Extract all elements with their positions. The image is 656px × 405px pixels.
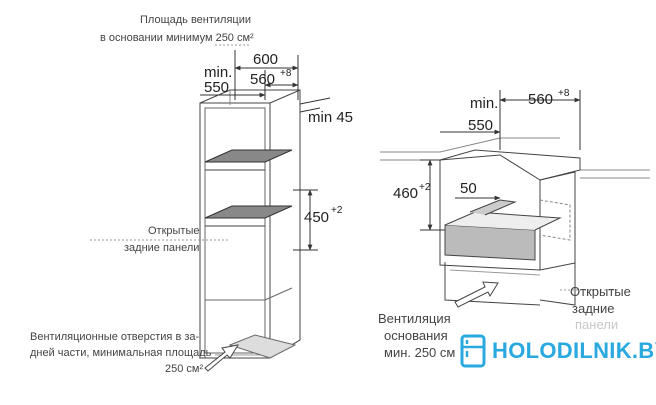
vent-base-line1: Вентиляция (378, 311, 451, 326)
niche-cabinet (380, 137, 650, 306)
vent-holes-line2: дней части, минимальная площадь (30, 347, 212, 359)
dim-550-left: 550 (204, 79, 229, 96)
open-back-right-line2: задние (572, 301, 614, 316)
dim-min45: min 45 (308, 109, 353, 126)
dim-50: 50 (460, 180, 477, 197)
vent-base-line2: основания (384, 328, 448, 343)
shelf-upper (204, 149, 293, 163)
site-logo: HOLODILNIK.BY (460, 333, 656, 369)
shelf-lower (204, 205, 293, 219)
dim-460-sup: +2 (419, 182, 431, 193)
cabinet-base-vent (228, 334, 297, 359)
open-back-left-line2: задние панели (124, 242, 199, 254)
warming-drawer (444, 224, 536, 261)
logo-text: HOLODILNIK.BY (492, 338, 656, 363)
vent-area-top-line2: в основании минимум 250 см² (100, 32, 254, 44)
right-dimensions (420, 90, 620, 291)
dim-560-left-sup: +8 (280, 68, 292, 79)
cabinet-front (199, 102, 271, 359)
vent-base-line3: мин. 250 см (384, 345, 455, 360)
dim-560-right-sup: +8 (558, 88, 570, 99)
dim-min-right: min. (470, 95, 498, 112)
cabinet-front-inner (204, 107, 266, 354)
fridge-icon (460, 334, 486, 368)
dim-450: 450 (304, 209, 329, 226)
vent-arrow-right (454, 281, 499, 308)
left-dimensions (90, 44, 331, 251)
dim-600: 600 (253, 51, 278, 68)
countertop-back (380, 137, 560, 153)
open-back-right-line3: панели (575, 317, 618, 332)
vent-arrow-left (204, 344, 240, 372)
open-back-left-line1: Открытые (148, 225, 200, 237)
vent-holes-line1: Вентиляционные отверстия в за- (30, 331, 200, 343)
open-back-right-line1: Открытые (570, 284, 631, 299)
dim-460: 460 (393, 185, 418, 202)
tall-cabinet (199, 89, 301, 359)
vent-area-top-line1: Площадь вентиляции (140, 14, 251, 26)
vent-holes-line3: 250 см² (165, 363, 203, 375)
dim-450-sup: +2 (331, 205, 343, 216)
dim-min-left: min. (204, 64, 232, 81)
dim-560-right: 560 (528, 91, 553, 108)
dim-560-left: 560 (250, 71, 275, 88)
dim-550-right: 550 (468, 117, 493, 134)
cabinet-side (269, 89, 301, 359)
